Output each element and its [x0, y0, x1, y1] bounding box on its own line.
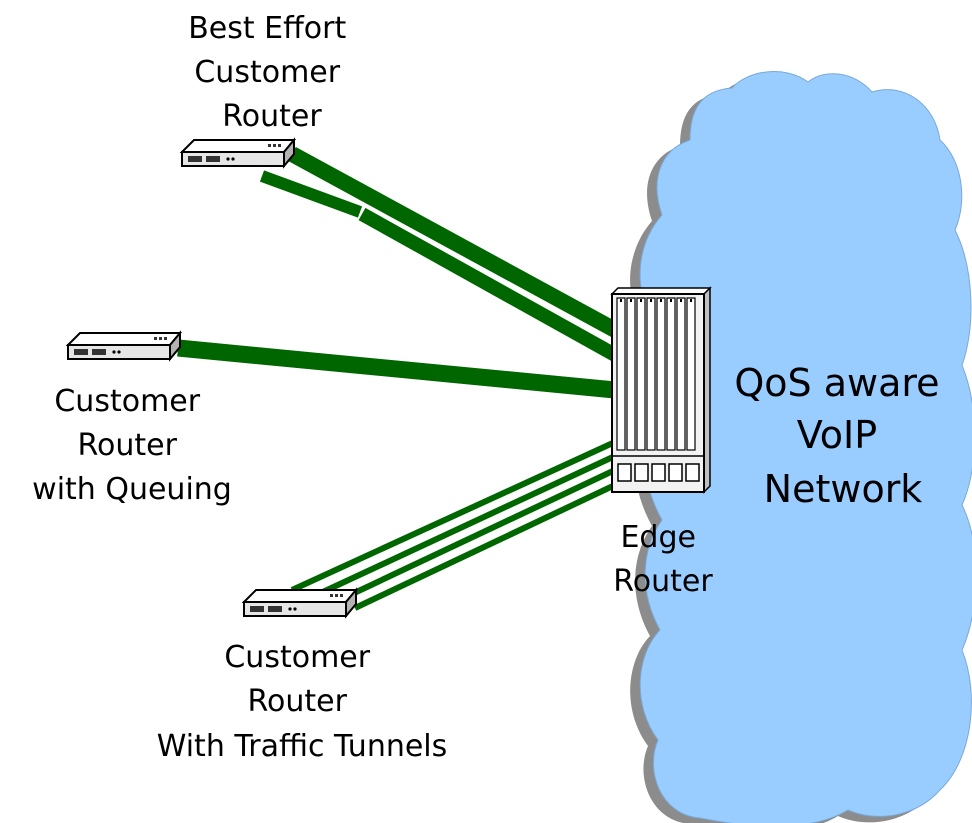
tunnels-router-icon: [243, 589, 357, 617]
best-effort-router-icon: [181, 139, 295, 167]
network-label: QoS aware VoIP Network: [734, 361, 951, 511]
link-queuing: [177, 339, 616, 399]
best-effort-label: Best Effort Customer Router: [188, 11, 356, 134]
queuing-label: Customer Router with Queuing: [32, 384, 232, 507]
tunnel-4: [353, 482, 617, 611]
link-best-effort-3: [358, 207, 619, 362]
edge-router-label: Edge Router: [613, 520, 713, 599]
tunnel-1: [290, 439, 617, 593]
cloud-body: [635, 71, 972, 823]
queuing-router-icon: [67, 332, 181, 360]
cloud-icon: [626, 71, 972, 823]
tunnel-3: [331, 467, 617, 606]
tunnel-2: [310, 453, 617, 600]
tunnels-label: Customer Router With Traffic Tunnels: [157, 640, 448, 764]
link-best-effort-1: [288, 146, 619, 338]
chassis-router-icon: [610, 286, 712, 494]
link-best-effort-2: [259, 170, 363, 218]
links: [177, 146, 619, 611]
